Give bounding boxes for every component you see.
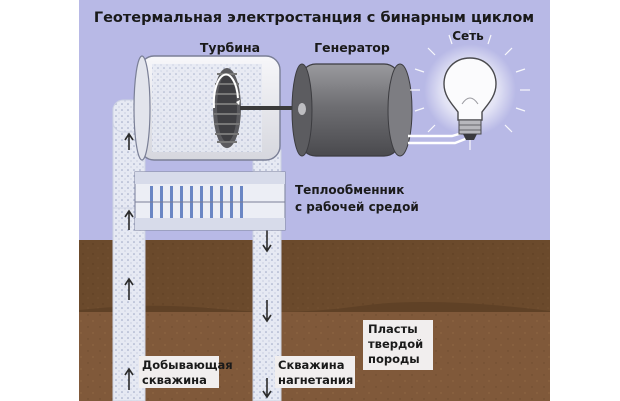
production-well-label-line2: скважина [142, 373, 207, 387]
production-well-label-line1: Добывающая [142, 358, 233, 372]
injection-well-label-line2: нагнетания [278, 373, 353, 387]
turbine-casing-end [133, 55, 151, 161]
rock-label-line1: Пласты [368, 322, 418, 336]
flow-arrows [124, 132, 272, 399]
generator-back-face [387, 63, 413, 157]
turbine-shaft [240, 106, 302, 110]
diagram-title: Геотермальная электростанция с бинарным … [94, 10, 534, 26]
turbine-rotor [212, 68, 241, 148]
turbine-label: Турбина [200, 40, 260, 55]
rock-label-line3: породы [368, 352, 420, 366]
injection-well-label-box [275, 356, 355, 388]
injection-well-label-line1: Скважина [278, 358, 345, 372]
generator-hub [298, 103, 306, 115]
rock-label-line2: твердой [368, 337, 423, 351]
generator-body [299, 63, 401, 157]
rock-label-box [363, 320, 433, 370]
heat-exchanger-bottom-channel [135, 218, 285, 230]
generator-label: Генератор [314, 40, 390, 55]
heat-exchanger-coils [150, 186, 243, 220]
heat-exchanger-label-line1: Теплообменник [295, 183, 404, 197]
soil-boundary [79, 302, 550, 314]
production-well-label-box [139, 356, 219, 388]
grid-label: Сеть [452, 29, 484, 43]
topsoil-layer [79, 240, 550, 312]
bulb-icon [410, 30, 530, 150]
heat-exchanger-top-channel [135, 172, 285, 184]
heat-exchanger-label-line2: с рабочей средой [295, 200, 419, 214]
